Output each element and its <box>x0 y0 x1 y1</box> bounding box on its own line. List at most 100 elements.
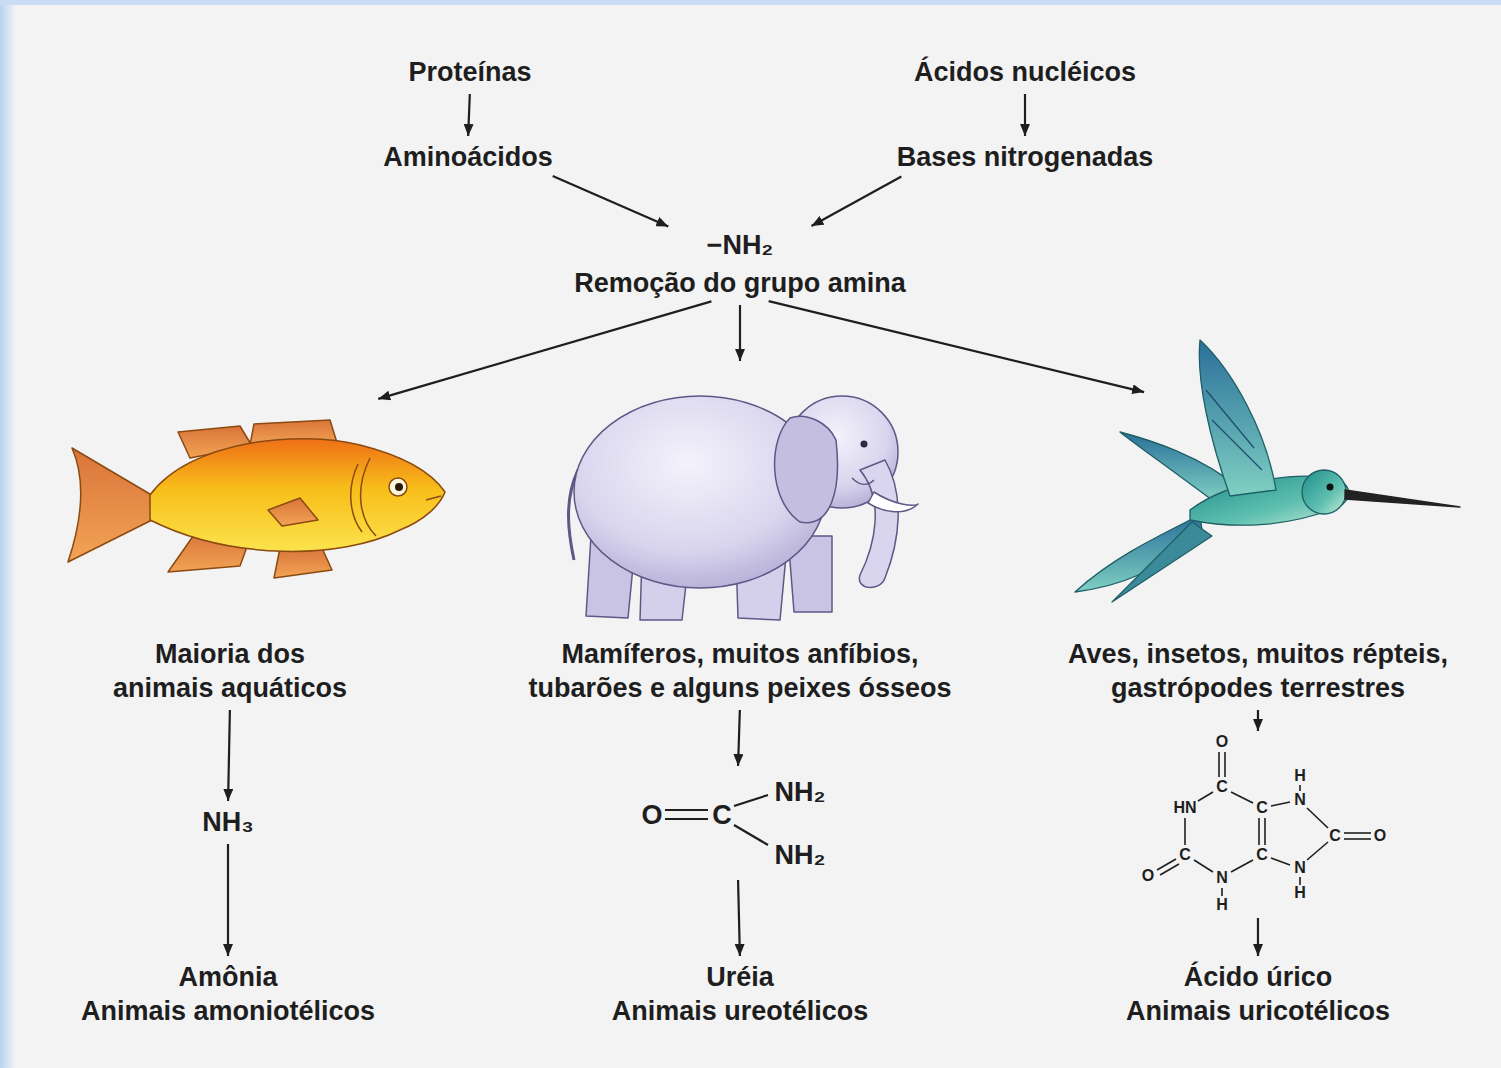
elephant-illustration <box>868 492 918 512</box>
text-label: Uréia <box>608 960 873 994</box>
fish-illustration <box>274 548 332 578</box>
text-label: Amônia <box>77 960 380 994</box>
uric-acid-bonds <box>1271 858 1290 865</box>
flow-arrow <box>378 301 711 398</box>
text-label: Bases nitrogenadas <box>893 140 1158 174</box>
fish-illustration <box>68 420 445 578</box>
text-label: Aves, insetos, muitos répteis, gastrópod… <box>1038 637 1478 705</box>
urea-bonds <box>734 795 768 806</box>
uric-acid-bonds <box>1157 859 1176 870</box>
text-label: NH₃ <box>198 805 258 839</box>
uric-acid-bonds <box>1307 842 1328 860</box>
atom-symbol: C <box>1216 778 1228 796</box>
urea-bonds <box>665 818 708 820</box>
hummingbird-illustration <box>1206 390 1262 470</box>
atom-symbol: HN <box>1173 799 1196 817</box>
text-label: Ácido úrico <box>1122 960 1395 994</box>
flow-arrow <box>812 176 902 226</box>
product-label: Bases nitrogenadas <box>893 140 1158 174</box>
uric-acid-bonds <box>1344 838 1371 840</box>
chemical-formula: NH₃ <box>198 805 258 839</box>
text-label: Proteínas <box>404 55 536 89</box>
uric-acid-bonds <box>1221 888 1223 896</box>
elephant-illustration <box>852 478 874 484</box>
hummingbird-illustration <box>1345 490 1460 507</box>
urea-bonds <box>734 825 768 845</box>
text-label: Animais amoniotélicos <box>77 994 380 1028</box>
page-frame <box>0 0 16 1068</box>
atom-symbol: O <box>1216 733 1228 751</box>
fish-illustration <box>395 483 403 491</box>
atom-symbol: C <box>1256 846 1268 864</box>
uric-acid-bonds <box>1258 818 1260 845</box>
atom-symbol: NH₂ <box>775 840 826 871</box>
elephant-illustration <box>569 396 919 620</box>
uric-acid-bonds <box>1264 818 1266 845</box>
fish-illustration <box>361 458 376 536</box>
atom-symbol: O <box>1142 867 1154 885</box>
urea-structure: O C NH₂ NH₂ <box>630 770 840 875</box>
flow-arrow <box>738 880 740 956</box>
fish-illustration <box>150 439 445 552</box>
atom-symbol: C <box>1179 846 1191 864</box>
flow-arrow <box>739 305 741 361</box>
flow-arrow <box>468 94 470 136</box>
flow-arrow <box>1257 918 1259 956</box>
flow-arrow <box>227 844 229 956</box>
excretion-type: UréiaAnimais ureotélicos <box>608 960 873 1028</box>
flow-arrow <box>738 710 740 766</box>
hummingbird-illustration <box>1327 484 1334 491</box>
text-label: Maioria dos animais aquáticos <box>108 637 353 705</box>
excretion-type: AmôniaAnimais amoniotélicos <box>77 960 380 1028</box>
flow-arrow <box>1257 710 1259 731</box>
animal-group: Maioria dos animais aquáticos <box>40 400 420 705</box>
uric-acid-bonds <box>1157 752 1371 896</box>
uric-acid-bonds <box>1231 860 1253 872</box>
uric-acid-bonds <box>1160 864 1179 875</box>
text-label: Aminoácidos <box>379 140 557 174</box>
source-label: Proteínas <box>404 55 536 89</box>
flow-arrow <box>228 710 230 801</box>
hummingbird-illustration <box>1075 340 1460 602</box>
uric-acid-bonds <box>1218 752 1220 777</box>
atom-symbol: H <box>1294 767 1306 785</box>
atom-symbol: N <box>1216 869 1228 887</box>
uric-acid-bonds <box>1299 785 1301 791</box>
elephant-illustration <box>861 441 868 448</box>
uric-acid-bonds <box>1344 832 1371 834</box>
text-label: Animais ureotélicos <box>608 994 873 1028</box>
atom-symbol: C <box>712 800 732 831</box>
text-label: −NH₂ <box>570 228 910 262</box>
hummingbird-illustration <box>1302 470 1346 514</box>
uric-acid-bonds <box>1271 802 1290 806</box>
atom-symbol: C <box>1256 799 1268 817</box>
urea-bonds <box>665 809 708 811</box>
uric-acid-bonds <box>1231 792 1253 803</box>
animal-group: Mamíferos, muitos anfíbios, tubarões e a… <box>495 365 985 705</box>
uric-acid-bonds <box>1224 752 1226 777</box>
uric-acid-bonds <box>1307 808 1328 828</box>
product-label: Aminoácidos <box>379 140 557 174</box>
hummingbird-illustration <box>1112 522 1212 602</box>
page-frame <box>0 0 1501 5</box>
excretion-type: Ácido úricoAnimais uricotélicos <box>1122 960 1395 1028</box>
atom-symbol: O <box>1374 827 1386 845</box>
atom-symbol: NH₂ <box>775 777 826 808</box>
animal-group: Aves, insetos, muitos répteis, gastrópod… <box>1038 393 1478 705</box>
elephant-illustration <box>775 416 838 522</box>
uric-acid-bonds <box>1299 877 1301 885</box>
process-label: −NH₂ Remoção do grupo amina <box>570 228 910 300</box>
atom-symbol: N <box>1294 859 1306 877</box>
atom-symbol: O <box>641 800 662 831</box>
fish-illustration <box>426 496 441 500</box>
fish-illustration <box>389 478 407 496</box>
text-label: Remoção do grupo amina <box>570 266 910 300</box>
atom-symbol: H <box>1294 884 1306 902</box>
hummingbird-illustration <box>1199 340 1276 496</box>
text-label: Animais uricotélicos <box>1122 994 1395 1028</box>
atom-symbol: H <box>1216 896 1228 914</box>
flow-arrow <box>1024 94 1026 136</box>
text-label: Mamíferos, muitos anfíbios, tubarões e a… <box>520 637 960 705</box>
